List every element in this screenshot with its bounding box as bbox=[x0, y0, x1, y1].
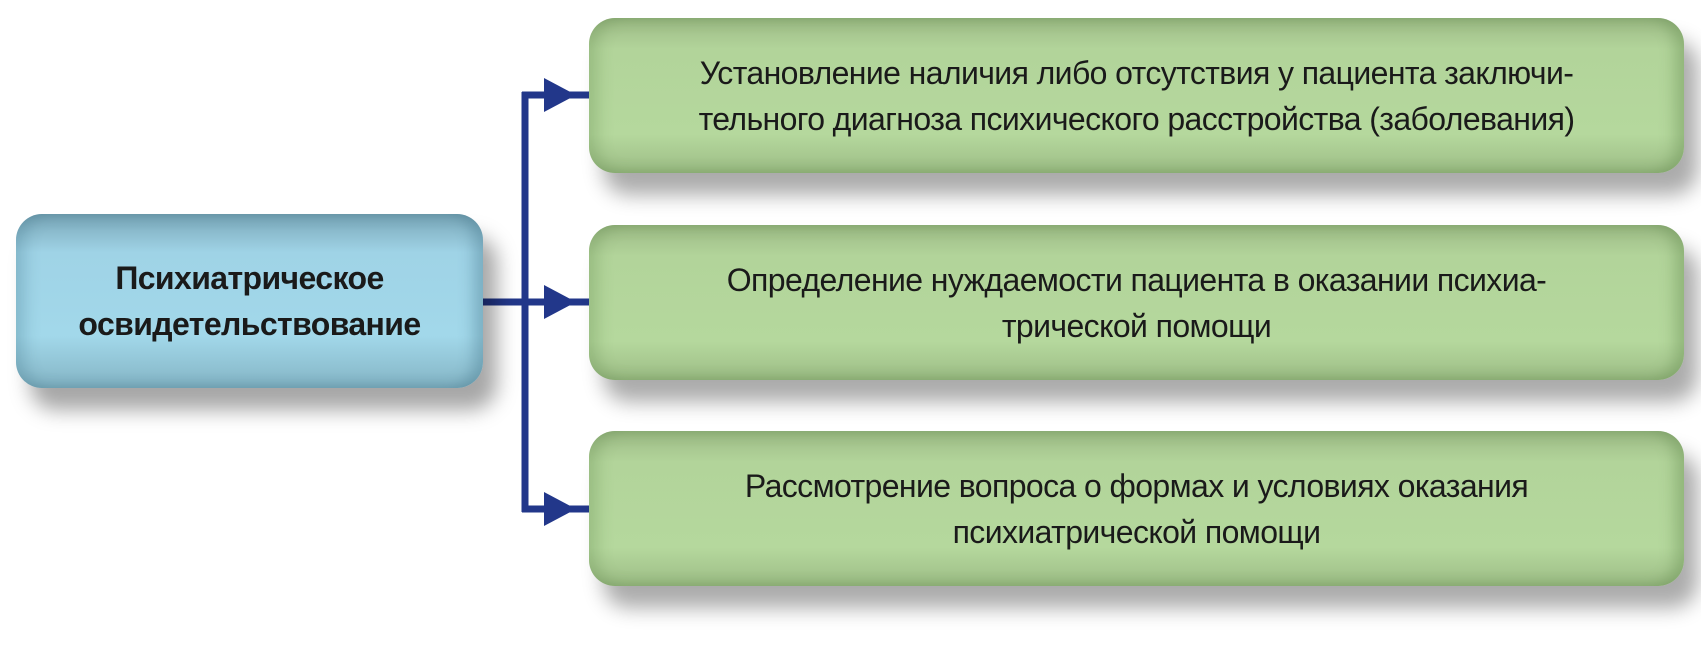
arrow-head-icon bbox=[544, 285, 576, 319]
root-node: Психиатрическое освидетельствование bbox=[16, 214, 483, 388]
branch-label-line: психиатрической помощи bbox=[952, 513, 1321, 550]
root-label-line: Психиатрическое bbox=[115, 260, 384, 296]
arrow-head-icon bbox=[544, 78, 576, 112]
branch-label-line: трической помощи bbox=[1001, 307, 1272, 344]
branch-node-need-for-care: Определение нуждаемости пациента в оказа… bbox=[589, 225, 1684, 380]
branch-label-line: тельного диагноза психического расстройс… bbox=[698, 100, 1575, 137]
branch-label-line: Установление наличия либо отсутствия у п… bbox=[699, 54, 1574, 91]
arrow-head-icon bbox=[544, 492, 576, 526]
branch-node-forms-of-care: Рассмотрение вопроса о формах и условиях… bbox=[589, 431, 1684, 586]
root-label-line: освидетельствование bbox=[78, 306, 421, 342]
branch-label-line: Рассмотрение вопроса о формах и условиях… bbox=[744, 467, 1529, 504]
branch-label-line: Определение нуждаемости пациента в оказа… bbox=[726, 261, 1547, 298]
branch-node-diagnosis: Установление наличия либо отсутствия у п… bbox=[589, 18, 1684, 173]
